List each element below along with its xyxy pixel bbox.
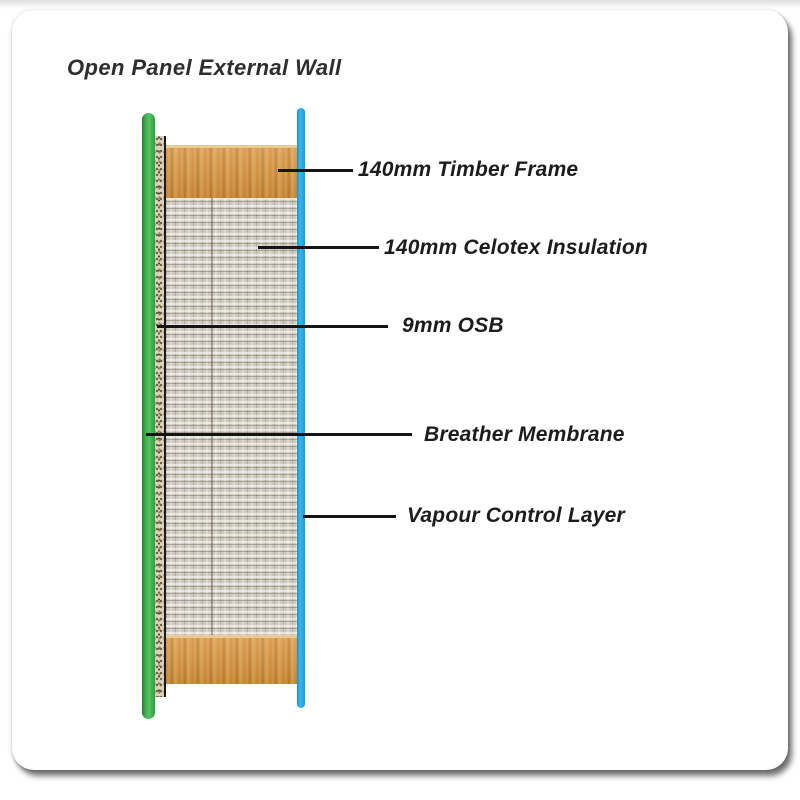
label-vapour-control-layer: Vapour Control Layer	[407, 504, 625, 527]
label-osb: 9mm OSB	[402, 314, 504, 337]
layer-osb-board	[155, 136, 166, 697]
diagram-title: Open Panel External Wall	[67, 55, 342, 80]
leader-line-timber-frame	[278, 169, 353, 172]
label-timber-frame: 140mm Timber Frame	[358, 158, 579, 181]
layer-breather-membrane-strip	[142, 113, 155, 719]
layer-insulation-core	[166, 198, 299, 638]
label-breather-membrane: Breather Membrane	[424, 423, 625, 446]
layer-vapour-control-line	[297, 108, 305, 708]
page-top-shadow	[0, 0, 800, 9]
layer-timber-frame-top	[166, 145, 299, 198]
leader-line-vapour-control-layer	[303, 515, 396, 518]
label-celotex-insulation: 140mm Celotex Insulation	[384, 236, 648, 259]
leader-line-celotex-insulation	[258, 246, 379, 249]
diagram-card	[12, 10, 788, 770]
insulation-seam	[211, 198, 213, 638]
leader-line-breather-membrane	[146, 433, 412, 436]
leader-line-osb	[157, 325, 388, 328]
layer-timber-frame-bottom	[166, 635, 299, 684]
